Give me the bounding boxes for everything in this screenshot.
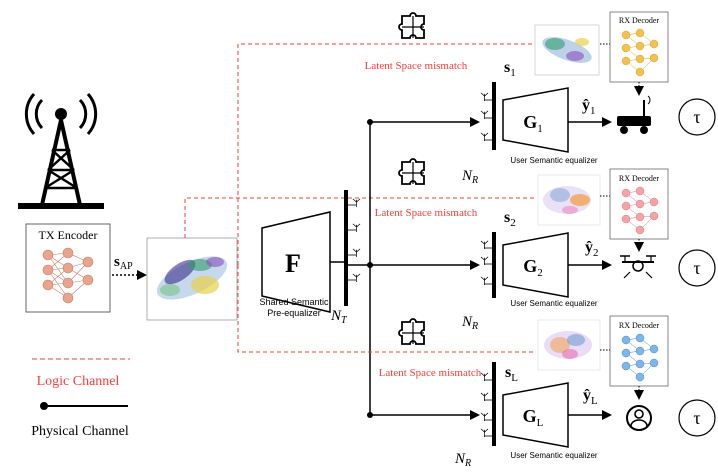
shared-caption-line2: Pre-equalizer [267, 308, 321, 318]
scatter-plot-2 [537, 174, 601, 226]
branch-L: Latent Space mismatch sL NR GL User Sema… [370, 315, 716, 469]
latent-space-scatter-plot [146, 237, 238, 321]
tx-antenna-array [330, 190, 361, 306]
user-eq-caption-L: User Semantic equalizer [510, 451, 597, 460]
tau-circle-2 [678, 249, 716, 287]
scatter-plot-1 [534, 24, 600, 76]
g2-symbol: G2 [523, 256, 543, 279]
rx-decoder-network-icon-L [621, 333, 659, 382]
user-equalizer-block-1 [502, 87, 569, 153]
robot-icon [617, 95, 651, 134]
puzzle-icon [398, 318, 425, 345]
rx-decoder-label-1: RX Decoder [619, 16, 660, 25]
mismatch-label-1: Latent Space mismatch [365, 60, 468, 72]
tau-symbol-1: τ [693, 107, 700, 127]
scatter-plot-L [537, 319, 601, 371]
n-r-label-1: NR [461, 168, 478, 186]
puzzle-icon [398, 158, 425, 185]
shared-block-symbol: F [285, 249, 301, 278]
rx-decoder-network-icon-1 [621, 28, 659, 77]
tau-symbol-L: τ [693, 408, 700, 428]
user-eq-caption-1: User Semantic equalizer [510, 156, 597, 165]
gL-symbol: GL [523, 406, 544, 429]
tau-circle-L [678, 399, 716, 437]
logic-channel-link-L [237, 265, 535, 353]
tx-encoder-network-icon [42, 247, 94, 304]
s-ap-symbol: sAP [114, 254, 133, 272]
legend: Logic Channel Physical Channel [31, 358, 130, 439]
yL-symbol: ŷL [583, 387, 598, 407]
branch-2: Latent Space mismatch s2 NR G2 User Sema… [370, 158, 716, 332]
y2-symbol: ŷ2 [585, 239, 599, 259]
branch-1: Latent Space mismatch s1 NR G1 User Sema… [365, 11, 716, 186]
logic-channel-link-2 [184, 197, 535, 238]
n-r-label-2: NR [461, 314, 478, 332]
s1-symbol: s1 [504, 59, 516, 79]
user-equalizer-block-2 [502, 232, 569, 298]
legend-physical-label: Physical Channel [31, 424, 129, 439]
legend-logic-label: Logic Channel [37, 374, 120, 389]
shared-pre-equalizer-block [261, 211, 331, 313]
rx-decoder-network-icon-2 [621, 186, 659, 235]
tx-encoder-label: TX Encoder [39, 228, 98, 242]
n-r-label-L: NR [454, 451, 471, 469]
drone-icon [620, 255, 656, 279]
transmit-tower-icon [18, 93, 104, 209]
tau-circle-1 [678, 98, 716, 136]
rx-decoder-label-L: RX Decoder [619, 321, 660, 330]
shared-caption-line1: Shared Semantic [259, 297, 329, 307]
user-equalizer-block-L [502, 382, 569, 448]
puzzle-icon [398, 12, 425, 39]
mismatch-label-L: Latent Space mismatch [379, 367, 482, 379]
rx-decoder-label-2: RX Decoder [619, 174, 660, 183]
g1-symbol: G1 [523, 112, 543, 135]
sL-symbol: sL [505, 364, 518, 384]
logic-channel-link-1 [237, 43, 535, 265]
n-t-label: NT [330, 308, 348, 326]
mismatch-label-2: Latent Space mismatch [375, 207, 478, 219]
s2-symbol: s2 [504, 209, 516, 229]
user-icon [626, 405, 652, 431]
tau-symbol-2: τ [693, 258, 700, 278]
y1-symbol: ŷ1 [582, 97, 596, 117]
user-eq-caption-2: User Semantic equalizer [510, 299, 597, 308]
